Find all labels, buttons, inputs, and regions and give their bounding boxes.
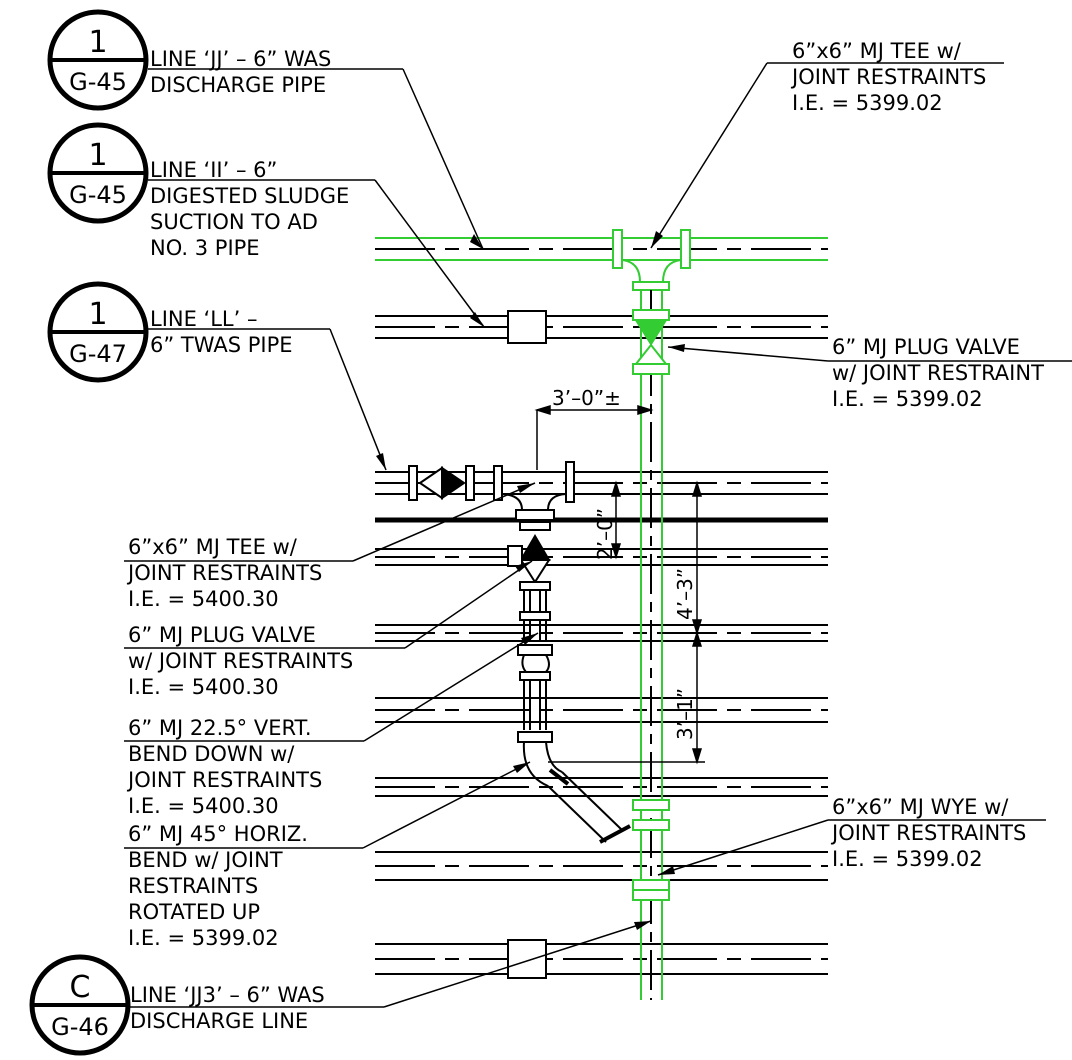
note-text-1: 6” MJ PLUG VALVE — [832, 335, 1020, 359]
bubble-number: 1 — [88, 297, 107, 332]
pipe-row-5 — [375, 624, 828, 642]
callout-text-2: 6” TWAS PIPE — [150, 333, 293, 357]
callout-line-jj3: C G-46 LINE ‘JJ3’ – 6” WAS DISCHARGE LIN… — [29, 920, 652, 1056]
note-text-4: I.E. = 5400.30 — [128, 794, 279, 818]
bubble-sheet: G-45 — [69, 181, 127, 209]
dim-vertical-1: 2’–0” — [593, 508, 617, 560]
pipe-sleeve-upper — [507, 310, 547, 344]
bubble-sheet: G-46 — [51, 1013, 109, 1041]
callout-text-4: NO. 3 PIPE — [150, 236, 260, 260]
pipe-line-ii — [375, 315, 828, 339]
callout-line-jj: 1 G-45 LINE ‘JJ’ – 6” WAS DISCHARGE PIPE — [47, 9, 484, 250]
callout-text-1: LINE ‘LL’ – — [150, 307, 257, 331]
note-plug-valve-right: 6” MJ PLUG VALVE w/ JOINT RESTRAINT I.E.… — [667, 335, 1072, 411]
callout-text-2: DISCHARGE PIPE — [150, 73, 326, 97]
ll-line-fittings — [408, 461, 631, 844]
note-text-1: 6”x6” MJ TEE w/ — [128, 535, 298, 559]
pipe-row-6 — [375, 697, 828, 723]
note-text-1: 6” MJ PLUG VALVE — [128, 623, 316, 647]
bubble-sheet: G-47 — [69, 340, 127, 368]
note-vert-bend: 6” MJ 22.5° VERT. BEND DOWN w/ JOINT RES… — [124, 632, 539, 818]
note-text-2: w/ JOINT RESTRAINT — [832, 361, 1044, 385]
bubble-sheet: G-45 — [69, 68, 127, 96]
note-tee-top: 6”x6” MJ TEE w/ JOINT RESTRAINTS I.E. = … — [650, 39, 1004, 249]
note-text-1: 6” MJ 22.5° VERT. — [128, 716, 312, 740]
note-text-4: ROTATED UP — [128, 900, 260, 924]
bubble-number: C — [70, 970, 91, 1005]
callout-text-3: SUCTION TO AD — [150, 210, 318, 234]
note-text-1: 6”x6” MJ WYE w/ — [832, 795, 1009, 819]
green-was-line — [375, 229, 828, 1000]
callout-text-1: LINE ‘JJ3’ – 6” WAS — [130, 983, 325, 1007]
callout-text-1: LINE ‘JJ’ – 6” WAS — [150, 47, 331, 71]
dimensions — [534, 404, 705, 765]
note-text-2: JOINT RESTRAINTS — [790, 65, 986, 89]
green-plug-valve — [633, 320, 669, 365]
note-text-1: 6”x6” MJ TEE w/ — [792, 39, 962, 63]
callout-text-2: DIGESTED SLUDGE — [150, 184, 349, 208]
pipe-runs — [375, 315, 828, 975]
dim-vertical-2: 4’–3” — [673, 568, 697, 620]
pipe-row-8 — [375, 851, 828, 881]
callout-line-ii: 1 G-45 LINE ‘II’ – 6” DIGESTED SLUDGE SU… — [47, 122, 485, 328]
pipe-sleeve-lower — [507, 939, 547, 979]
dim-horizontal: 3’–0”± — [552, 386, 621, 410]
note-text-3: RESTRAINTS — [128, 874, 258, 898]
note-text-3: I.E. = 5399.02 — [832, 847, 983, 871]
note-text-3: JOINT RESTRAINTS — [126, 768, 322, 792]
bubble-number: 1 — [88, 138, 107, 173]
note-text-3: I.E. = 5399.02 — [832, 387, 983, 411]
callout-text-2: DISCHARGE LINE — [130, 1009, 308, 1033]
pipe-row-9 — [375, 943, 828, 975]
dim-vertical-3: 3’–1” — [673, 688, 697, 740]
note-tee-left: 6”x6” MJ TEE w/ JOINT RESTRAINTS I.E. = … — [124, 482, 536, 611]
note-wye: 6”x6” MJ WYE w/ JOINT RESTRAINTS I.E. = … — [657, 795, 1046, 876]
note-plug-valve-left: 6” MJ PLUG VALVE w/ JOINT RESTRAINTS I.E… — [124, 560, 533, 699]
note-text-2: BEND w/ JOINT — [128, 848, 283, 872]
note-text-5: I.E. = 5399.02 — [128, 926, 279, 950]
note-text-3: I.E. = 5400.30 — [128, 587, 279, 611]
pipe-row-7 — [375, 777, 828, 797]
note-horiz-bend: 6” MJ 45° HORIZ. BEND w/ JOINT RESTRAINT… — [124, 761, 531, 950]
note-text-3: I.E. = 5400.30 — [128, 675, 279, 699]
note-text-2: BEND DOWN w/ — [128, 742, 295, 766]
callout-line-ll: 1 G-47 LINE ‘LL’ – 6” TWAS PIPE — [47, 281, 387, 471]
note-text-2: w/ JOINT RESTRAINTS — [128, 649, 353, 673]
note-text-3: I.E. = 5399.02 — [792, 91, 943, 115]
pipe-row-4 — [375, 548, 828, 566]
bubble-number: 1 — [88, 25, 107, 60]
note-text-2: JOINT RESTRAINTS — [126, 561, 322, 585]
note-text-2: JOINT RESTRAINTS — [830, 821, 1026, 845]
callout-text-1: LINE ‘II’ – 6” — [150, 158, 277, 182]
note-text-1: 6” MJ 45° HORIZ. — [128, 822, 308, 846]
